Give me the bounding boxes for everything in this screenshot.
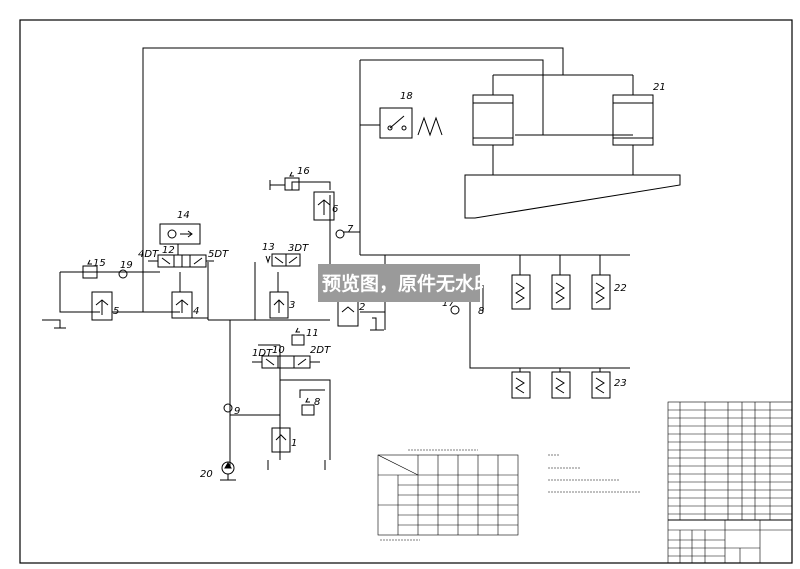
- drawing-frame: [19, 19, 793, 564]
- watermark: 预览图，原件无水印: [318, 264, 493, 302]
- label-13: 13: [262, 242, 275, 253]
- label-16: 16: [297, 166, 310, 177]
- valve-bank-22: 22: [511, 274, 627, 310]
- label-18: 18: [400, 91, 413, 102]
- label-4: 4: [193, 306, 199, 317]
- label-12: 12: [162, 245, 175, 256]
- label-19: 19: [120, 260, 133, 271]
- label-23: 23: [614, 378, 627, 389]
- label-1dt: 1DT: [252, 348, 273, 359]
- check-valve-4: 4: [171, 291, 199, 319]
- check-valve-1: 1: [271, 427, 297, 453]
- label-5: 5: [113, 306, 119, 317]
- check-valve-3: 3: [269, 291, 295, 319]
- label-1: 1: [291, 438, 297, 449]
- label-3: 3: [289, 300, 295, 311]
- gauge-19: 19: [118, 260, 133, 279]
- check-valve-6: 6: [313, 191, 338, 221]
- label-21: 21: [653, 82, 666, 93]
- gauge-9: 9: [223, 403, 240, 417]
- check-valve-2: 2: [337, 299, 384, 331]
- directional-valve-12: 12 4DT 5DT: [138, 244, 229, 268]
- label-10: 10: [272, 345, 285, 356]
- cylinder-assembly-21: 21: [464, 82, 681, 219]
- label-2dt: 2DT: [310, 345, 331, 356]
- directional-valve-10: 10 1DT 2DT: [252, 345, 331, 369]
- label-22: 22: [614, 283, 627, 294]
- notes-block: [548, 454, 640, 493]
- label-5dt: 5DT: [208, 249, 229, 260]
- label-14: 14: [177, 210, 190, 221]
- relief-valve-11: 11: [291, 327, 319, 346]
- pressure-switch-18: 18: [379, 91, 443, 139]
- parts-list-table: [667, 401, 793, 564]
- pipe-network: [59, 47, 634, 470]
- pump-20: 20: [200, 461, 236, 481]
- check-valve-5: 5: [42, 291, 119, 329]
- label-8-right: 8: [478, 306, 484, 317]
- relief-valve-8: 8: [301, 397, 320, 416]
- watermark-text: 预览图，原件无水印: [322, 272, 493, 295]
- gauge-7: 7: [335, 224, 354, 239]
- directional-valve-13: 13 3DT: [262, 242, 309, 267]
- label-11: 11: [306, 328, 319, 339]
- valve-14: 14: [159, 210, 201, 245]
- valve-bank-23: 23: [511, 371, 627, 399]
- label-8: 8: [314, 397, 320, 408]
- label-9: 9: [234, 406, 240, 417]
- label-17: 17: [442, 298, 455, 309]
- label-15: 15: [93, 258, 106, 269]
- relief-valve-15: 15: [59, 258, 106, 300]
- label-4dt: 4DT: [138, 249, 159, 260]
- label-2: 2: [359, 302, 365, 313]
- label-20: 20: [200, 469, 213, 480]
- label-3dt: 3DT: [288, 243, 309, 254]
- label-6: 6: [332, 204, 338, 215]
- solenoid-action-table: [377, 449, 519, 541]
- label-7: 7: [347, 224, 354, 235]
- relief-valve-16: 16: [269, 166, 310, 191]
